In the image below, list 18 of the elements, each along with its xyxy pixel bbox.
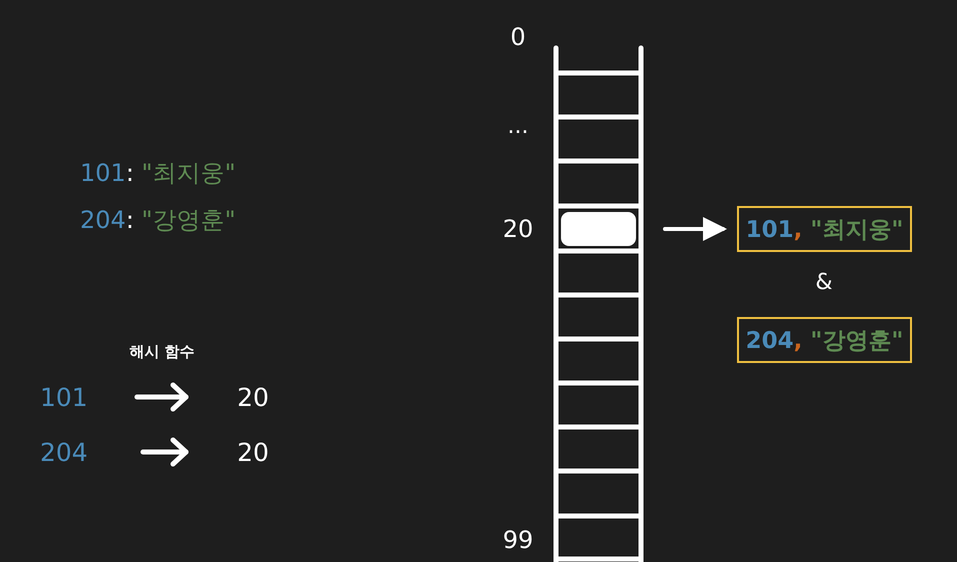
row-index: 20 — [502, 217, 534, 241]
ampersand: & — [815, 272, 833, 294]
key-value-text: 101: "최지웅" — [80, 161, 236, 185]
record-box: 101, "최지웅" — [737, 206, 912, 252]
hash-value: 20 — [225, 380, 281, 414]
arrow — [663, 217, 727, 241]
hash-value: 20 — [225, 435, 281, 469]
bucket-slot — [561, 212, 636, 246]
key-number: 204 — [40, 435, 116, 469]
arrow — [140, 438, 188, 466]
arrow — [134, 382, 188, 412]
ellipsis: ... — [508, 116, 528, 138]
record-box: 204, "강영훈" — [737, 317, 912, 363]
function-caption: 해시 함수 — [129, 344, 195, 360]
row-index: 99 — [502, 528, 534, 552]
key-value-text: 204: "강영훈" — [80, 208, 236, 232]
key-number: 101 — [40, 380, 110, 414]
row-index: 0 — [510, 25, 526, 49]
